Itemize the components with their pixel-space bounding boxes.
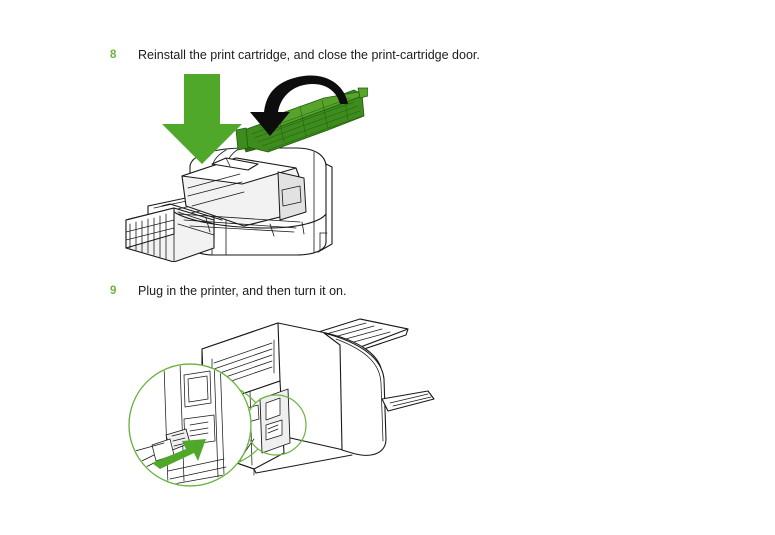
step-text: Plug in the printer, and then turn it on… bbox=[138, 284, 347, 298]
figure-printer-rear-power-connection: .l { fill:none; stroke:#1a1a1a; stroke-w… bbox=[128, 303, 443, 518]
step-number: 8 bbox=[110, 49, 117, 61]
green-insert-arrow-shape bbox=[152, 439, 206, 469]
step-number: 9 bbox=[110, 285, 117, 297]
step-item-8: 8 Reinstall the print cartridge, and clo… bbox=[110, 47, 480, 63]
step-text: Reinstall the print cartridge, and close… bbox=[138, 48, 480, 62]
green-down-arrow-shape bbox=[162, 74, 242, 164]
black-curved-arrow-shape bbox=[250, 75, 348, 136]
step-item-9: 9 Plug in the printer, and then turn it … bbox=[110, 283, 346, 299]
figure-printer-front-open-with-cartridge: .ln { fill:none; stroke:#1a1a1a; stroke-… bbox=[118, 72, 368, 262]
